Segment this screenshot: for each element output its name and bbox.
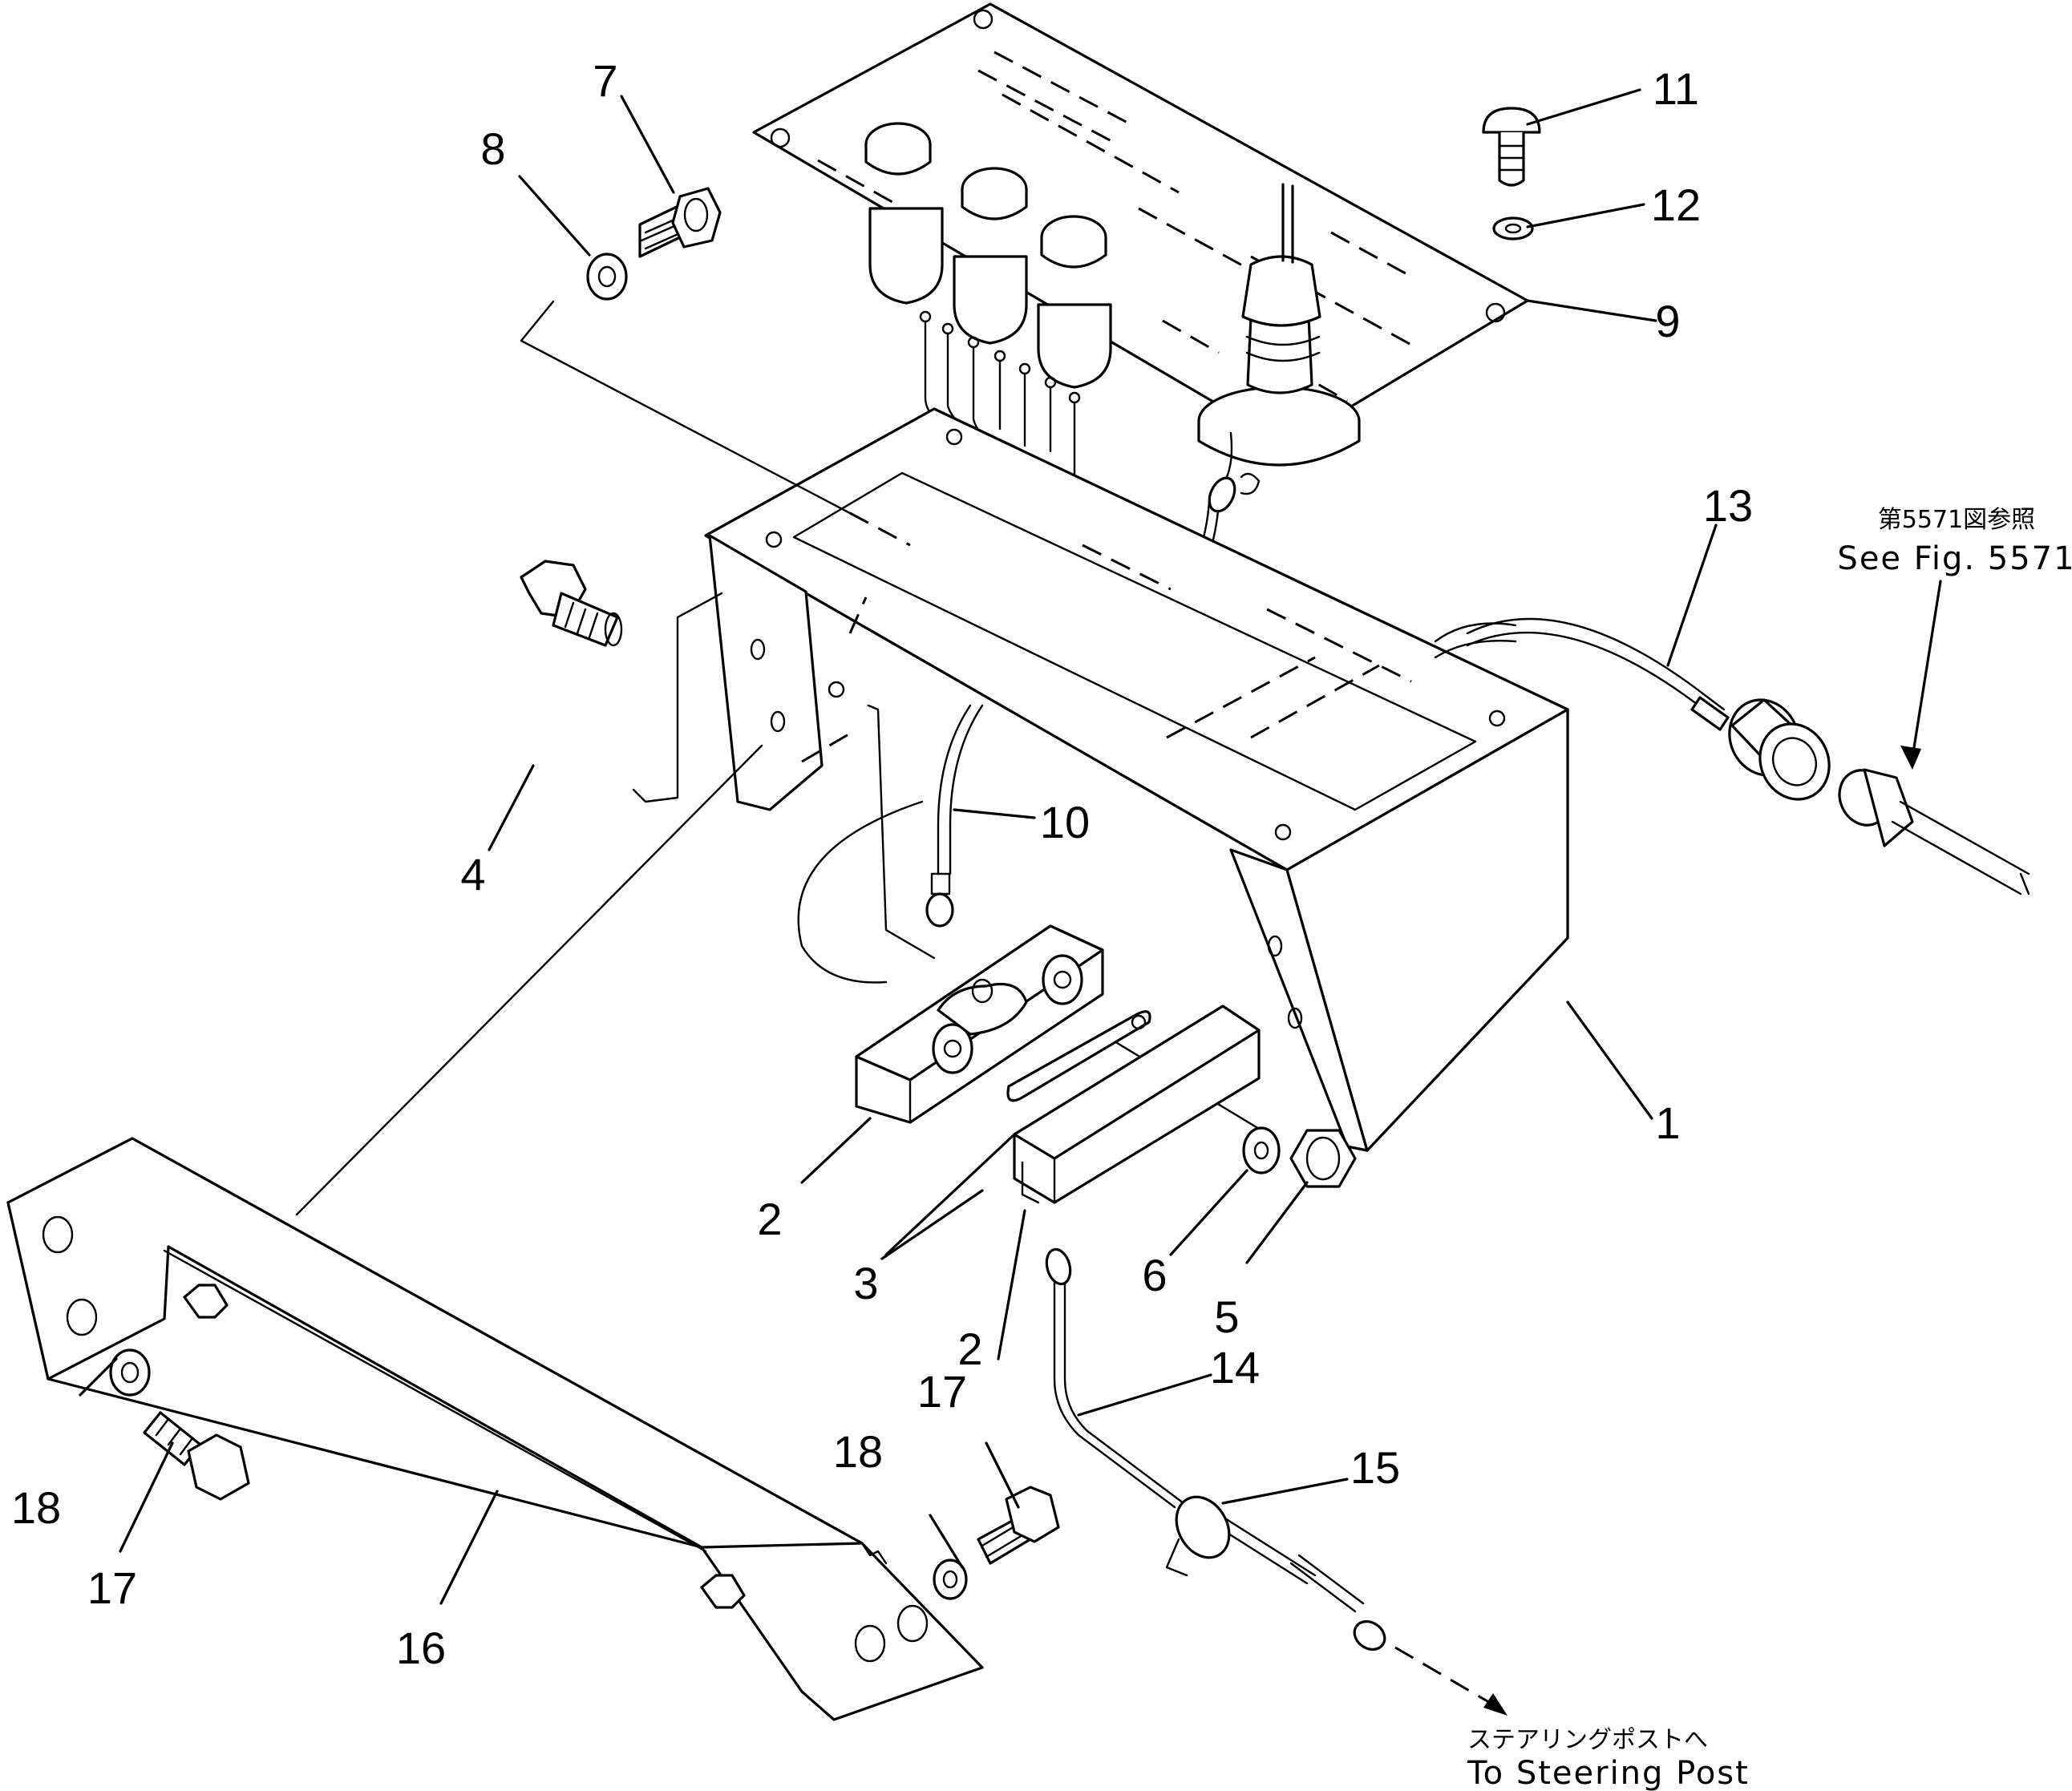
wire-14 xyxy=(1045,1247,1386,1652)
callout-18b: 18 xyxy=(833,1426,883,1477)
callout-9: 9 xyxy=(1655,296,1680,346)
panel-button-right xyxy=(1037,215,1112,389)
reference-notes: 第5571図参照 See Fig. 5571 ステアリングポストへ To Ste… xyxy=(1467,506,2072,1791)
bolt-7 xyxy=(638,187,722,258)
washer-12 xyxy=(1492,216,1534,241)
callout-6: 6 xyxy=(1142,1250,1167,1300)
ground-wire-10 xyxy=(925,704,984,928)
steering-post-arrow xyxy=(1394,1646,1507,1716)
bolt-4 xyxy=(520,560,623,647)
link-plate-3 xyxy=(1006,1010,1151,1102)
bolt-17-left xyxy=(143,1411,250,1501)
callout-16: 16 xyxy=(396,1623,446,1673)
callout-11: 11 xyxy=(1653,63,1699,114)
box-housing xyxy=(704,407,1569,1152)
callout-15: 15 xyxy=(1350,1442,1400,1493)
callout-8: 8 xyxy=(480,123,505,174)
steering-post-note-jp: ステアリングポストへ xyxy=(1467,1726,1708,1754)
callout-5: 5 xyxy=(1214,1292,1239,1342)
callout-1: 1 xyxy=(1655,1098,1680,1148)
callout-2b: 2 xyxy=(957,1324,982,1374)
washer-8 xyxy=(586,253,628,301)
mating-connector xyxy=(1838,768,2030,896)
see-fig-note-jp: 第5571図参照 xyxy=(1878,506,2035,534)
steering-post-note-en: To Steering Post xyxy=(1467,1755,1750,1791)
screw-11 xyxy=(1482,107,1541,187)
panel-button-left xyxy=(864,122,944,305)
see-fig-note-en: See Fig. 5571 xyxy=(1837,540,2072,577)
key-switch xyxy=(1197,183,1361,467)
callout-17b: 17 xyxy=(87,1563,137,1613)
leader-lines xyxy=(79,88,1718,1605)
callout-17a: 17 xyxy=(917,1366,967,1417)
see-fig-arrow xyxy=(1900,580,1942,770)
terminal-block-lower xyxy=(1013,1005,1261,1204)
callout-14: 14 xyxy=(1210,1342,1260,1393)
callout-7: 7 xyxy=(593,55,617,106)
terminal-block-upper xyxy=(855,924,1104,1124)
callout-18a: 18 xyxy=(11,1482,61,1533)
nut-5 xyxy=(1289,1129,1357,1188)
callout-3: 3 xyxy=(853,1258,878,1308)
callout-10: 10 xyxy=(1040,797,1090,847)
bolt-17-right xyxy=(977,1486,1060,1565)
washer-6 xyxy=(1242,1126,1281,1174)
mounting-bar-16 xyxy=(6,1137,984,1721)
panel-button-middle xyxy=(953,167,1028,345)
cable-13 xyxy=(1466,617,1831,801)
callout-13: 13 xyxy=(1703,480,1753,531)
callout-2a: 2 xyxy=(757,1194,782,1244)
washer-18-left xyxy=(109,1348,151,1397)
assembly-lines xyxy=(239,300,1277,1276)
callout-12: 12 xyxy=(1651,180,1701,230)
callout-4: 4 xyxy=(460,849,485,900)
callout-labels: 1 2 2 3 4 5 6 7 8 9 10 11 12 13 14 15 16… xyxy=(11,55,1753,1673)
washer-18-right xyxy=(933,1559,968,1600)
